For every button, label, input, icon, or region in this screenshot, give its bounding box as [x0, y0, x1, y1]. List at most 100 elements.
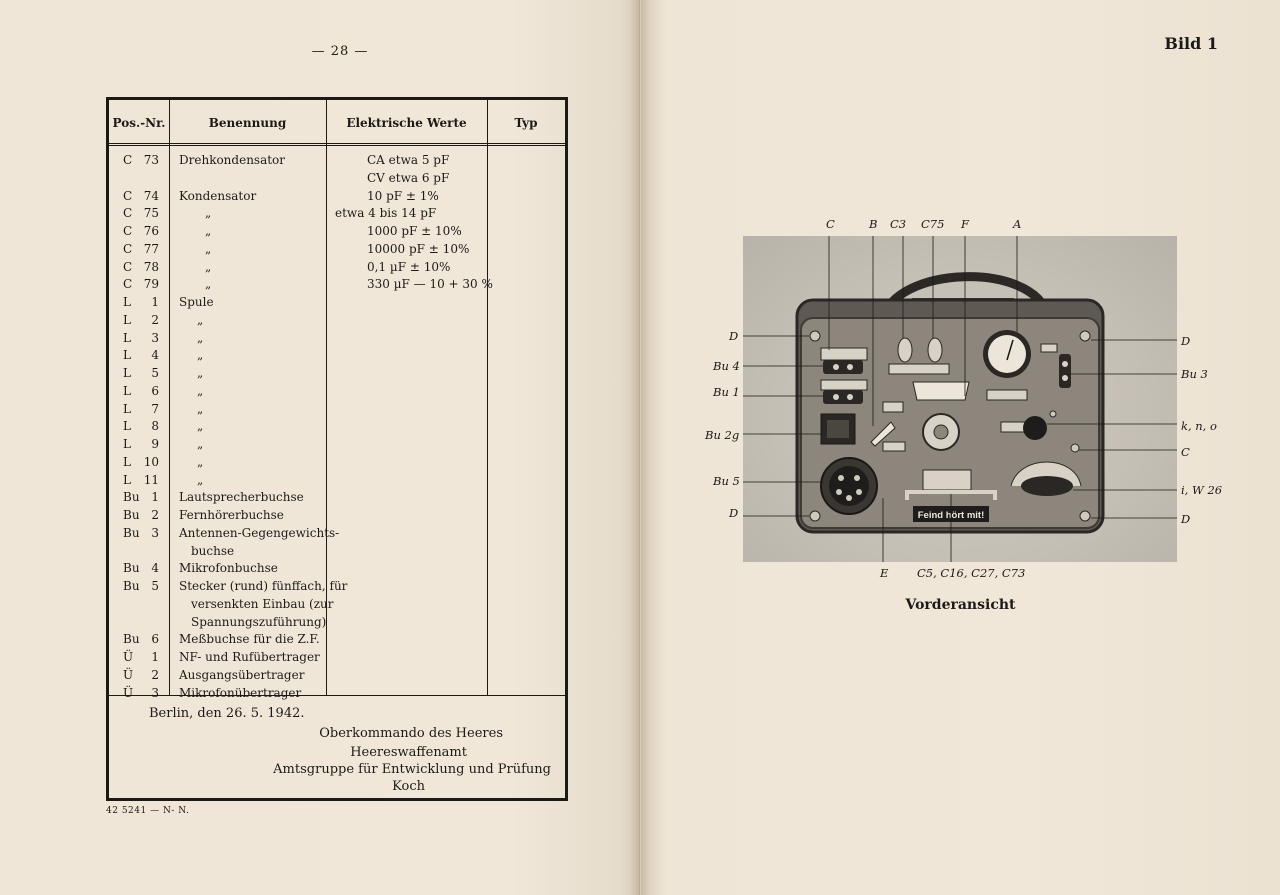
row-pos-number: 2 [151, 312, 159, 327]
row-pos-number: 1 [151, 490, 159, 505]
row-value: CA etwa 5 pF [367, 153, 450, 167]
row-pos-number: 5 [151, 366, 159, 380]
row-value: 330 µF — 10 + 30 % [367, 277, 493, 292]
row-name: Mikrofonübertrager [179, 685, 302, 700]
row-pos-letter: Bu [123, 632, 140, 647]
label-plate [986, 389, 1028, 401]
header-pos: Pos.-Nr. [112, 116, 166, 130]
row-name: „ [197, 454, 204, 469]
label-bottom-e: E [880, 566, 889, 580]
row-pos-letter: C [123, 206, 133, 221]
label-left-bu5: Bu 5 [713, 474, 740, 488]
row-pos-letter: C [123, 153, 133, 167]
row-name: „ [205, 277, 212, 292]
row-name: „ [197, 348, 204, 363]
page-number: — 28 — [311, 44, 369, 59]
row-pos-number: 4 [151, 561, 159, 576]
row-pos-letter: Ü [123, 650, 134, 664]
row-pos-letter: L [123, 366, 131, 380]
parts-table: Pos.-Nr. Benennung Elektrische Werte Typ… [106, 97, 568, 801]
label-top-c: C [826, 217, 835, 231]
header-type: Typ [514, 116, 538, 130]
row-pos-number: 2 [151, 508, 159, 522]
row-pos-letter: C [123, 224, 133, 238]
row-pos-number: 1 [151, 295, 159, 309]
row-name: „ [205, 241, 212, 256]
row-pos-letter: L [123, 437, 131, 451]
row-pos-number: 6 [151, 632, 159, 647]
row-pos-number: 5 [151, 579, 159, 593]
figure-number: Bild 1 [1164, 34, 1218, 53]
row-name: Antennen-Gegengewichts- [179, 525, 340, 540]
row-name: „ [197, 312, 204, 327]
header-name: Benennung [208, 116, 287, 130]
screw [809, 510, 821, 522]
label-plate [820, 379, 868, 391]
row-name: Fernhörerbuchse [179, 508, 284, 522]
knob-i-w26[interactable] [1021, 476, 1073, 496]
row-value: 10 pF ± 1% [367, 188, 439, 203]
label-right-kno: k, n, o [1181, 419, 1217, 433]
row-pos-number: 4 [151, 348, 159, 363]
table-row: versenkten Einbau (zur [109, 597, 565, 615]
label-bottom-c5: C5, C16, C27, C73 [917, 566, 1026, 580]
label-left-d2: D [729, 506, 739, 520]
row-pos-number: 8 [151, 419, 159, 434]
row-name: Kondensator [179, 188, 257, 203]
row-value: CV etwa 6 pF [367, 170, 450, 185]
label-plate [1040, 343, 1058, 353]
row-value: 10000 pF ± 10% [367, 241, 470, 256]
row-name: „ [197, 401, 204, 416]
socket-bu4 [823, 360, 863, 374]
row-pos-number: 2 [151, 667, 159, 682]
label-plate [882, 401, 904, 413]
row-pos-letter: L [123, 383, 131, 398]
row-name: Spannungszuführung) [191, 614, 327, 629]
row-pos-letter: L [123, 295, 131, 309]
row-pos-letter: L [123, 472, 131, 487]
table-row: buchse [109, 544, 565, 562]
knob-kno[interactable] [1023, 416, 1047, 440]
row-pos-letter: Ü [123, 667, 134, 682]
header-values: Elektrische Werte [346, 116, 467, 130]
label-plate [820, 347, 868, 361]
row-pos-letter: Bu [123, 525, 140, 540]
row-pos-number: 1 [151, 650, 159, 664]
row-name: Spule [179, 295, 214, 309]
row-pos-number: 11 [143, 472, 159, 487]
row-pos-number: 73 [143, 153, 159, 167]
label-plate [1000, 421, 1026, 433]
print-code: 42 5241 — N- N. [106, 806, 190, 816]
header-separator [109, 143, 565, 146]
row-name: Lautsprecherbuchse [179, 490, 304, 505]
signature-line-1: Oberkommando des Heeres [319, 726, 503, 741]
switch-b[interactable] [870, 421, 896, 447]
label-right-iw26: i, W 26 [1181, 483, 1223, 497]
row-pos-number: 3 [151, 685, 159, 700]
socket-bu3 [1059, 354, 1071, 388]
signature-line-3: Amtsgruppe für Entwicklung und Prüfung [273, 762, 551, 777]
right-page: Bild 1 [641, 0, 1280, 895]
row-pos-number: 79 [143, 277, 159, 292]
label-left-bu4: Bu 4 [713, 359, 740, 373]
table-row: L 1 Spule [109, 295, 565, 313]
label-left-d: D [729, 329, 739, 343]
row-pos-letter: Bu [123, 508, 140, 522]
row-name: Stecker (rund) fünffach, für [179, 579, 348, 593]
table-row: CV etwa 6 pF [109, 171, 565, 189]
row-name: „ [197, 330, 204, 345]
